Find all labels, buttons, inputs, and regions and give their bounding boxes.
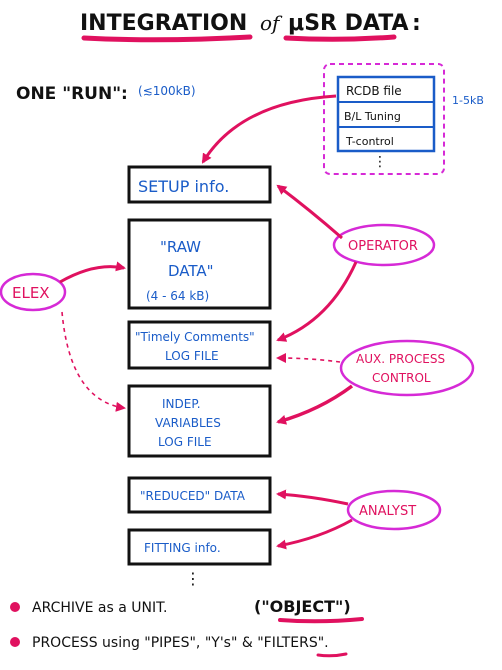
bullet-archive: ARCHIVE as a UNIT. <box>32 600 167 616</box>
arrow-elex-to-indep <box>61 311 126 412</box>
arrow-external-to-setup <box>201 94 337 164</box>
setup-label: SETUP info. <box>138 177 229 196</box>
indep-line1: INDEP. <box>162 397 201 411</box>
bullet-dot-1 <box>10 602 20 612</box>
external-files-group <box>323 63 445 175</box>
arrow-analyst-to-fitting <box>276 518 353 550</box>
fitting-box <box>127 528 272 566</box>
timely-line2: LOG FILE <box>165 349 219 363</box>
title-colon: : <box>412 11 421 36</box>
operator-ellipse <box>332 223 436 267</box>
setup-box <box>127 165 272 204</box>
analyst-ellipse <box>346 489 442 531</box>
title-underline-1 <box>81 34 253 43</box>
bullet-process: PROCESS using "PIPES", "Y's" & "FILTERS"… <box>32 635 329 651</box>
raw-data-box <box>127 218 272 310</box>
arrow-aux-to-indep <box>276 384 354 425</box>
run-size: (≲100kB) <box>138 84 196 98</box>
external-size: 1-5kB <box>452 94 484 107</box>
elex-label: ELEX <box>12 284 50 302</box>
arrow-operator-to-timely <box>276 261 358 342</box>
arrow-operator-to-setup <box>276 184 343 240</box>
external-files-stack <box>336 75 436 153</box>
indep-variables-box <box>127 384 272 458</box>
object-underline <box>278 617 364 624</box>
title-underline-2 <box>283 34 397 42</box>
raw-line2: DATA" <box>168 262 214 280</box>
indep-line2: VARIABLES <box>155 416 221 430</box>
bullet-object: ("OBJECT") <box>254 597 351 616</box>
arrow-elex-to-raw <box>59 261 126 284</box>
arrow-aux-to-timely <box>276 353 341 364</box>
title-integration: INTEGRATION <box>80 11 247 36</box>
ys-underline <box>316 652 348 658</box>
t-control: T-control <box>345 135 394 148</box>
fitting-label: FITTING info. <box>144 541 221 555</box>
elex-ellipse <box>0 272 67 312</box>
rcdb-file: RCDB file <box>346 84 402 98</box>
aux-process-ellipse <box>339 339 475 397</box>
bullet-dot-2 <box>10 637 20 647</box>
title-musr-data: μSR DATA <box>288 11 409 36</box>
indep-line3: LOG FILE <box>158 435 212 449</box>
aux-line1: AUX. PROCESS <box>356 352 445 366</box>
stack-more: ⋮ <box>185 569 201 588</box>
operator-label: OPERATOR <box>348 239 418 254</box>
bl-tuning: B/L Tuning <box>344 110 401 123</box>
timely-line1: "Timely Comments" <box>135 330 255 344</box>
timely-comments-box <box>127 320 272 370</box>
analyst-label: ANALYST <box>359 504 416 519</box>
raw-line1: "RAW <box>160 238 201 256</box>
reduced-data-box <box>127 476 272 514</box>
reduced-label: "REDUCED" DATA <box>140 489 246 503</box>
title-of: of <box>260 11 283 35</box>
aux-line2: CONTROL <box>372 371 431 385</box>
external-more: ⋮ <box>373 154 387 170</box>
run-label: ONE "RUN": <box>16 84 128 104</box>
arrow-analyst-to-reduced <box>276 489 349 506</box>
raw-size: (4 - 64 kB) <box>146 289 209 303</box>
